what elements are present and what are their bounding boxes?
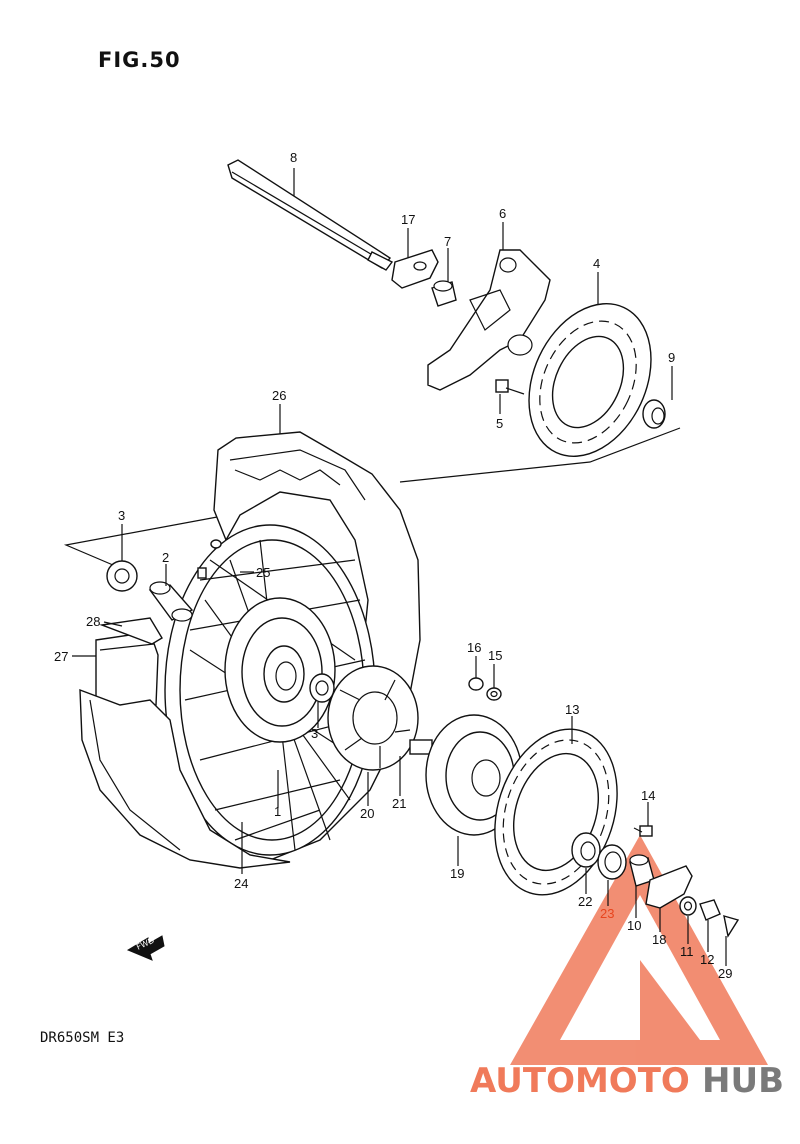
callout-28: 28 <box>86 614 100 629</box>
part-spacer-tube <box>148 581 194 622</box>
callout-4: 4 <box>593 256 600 271</box>
part-cotter-pin <box>723 915 740 938</box>
part-chain-adjuster <box>391 249 439 289</box>
callout-24: 24 <box>234 876 248 891</box>
model-label: DR650SM E3 <box>40 1030 125 1046</box>
part-bearing-3a <box>106 560 138 592</box>
part-caliper-bracket <box>427 249 551 391</box>
part-bolt-5 <box>495 379 525 395</box>
callout-6: 6 <box>499 206 506 221</box>
callout-5: 5 <box>496 416 503 431</box>
callout-25: 25 <box>256 565 270 580</box>
part-tire-24 <box>79 688 291 869</box>
part-bearing-3b <box>309 673 335 703</box>
figure-title: FIG.50 <box>98 48 181 72</box>
part-nut <box>699 899 721 921</box>
part-oil-seal <box>597 844 627 880</box>
part-valve <box>197 539 222 579</box>
callout-22: 22 <box>578 894 592 909</box>
callout-29: 29 <box>718 966 732 981</box>
part-bearing-22 <box>571 832 601 868</box>
callout-15: 15 <box>488 648 502 663</box>
forward-arrow <box>126 935 165 961</box>
callout-3a: 3 <box>118 508 125 523</box>
callouts: 8 17 7 6 4 9 5 26 3 2 25 28 27 3 16 15 1… <box>54 150 732 981</box>
leader-lines <box>72 168 727 966</box>
watermark-text-1: AUTOMOTO <box>470 1061 690 1101</box>
callout-18: 18 <box>652 932 666 947</box>
part-hub-left <box>224 597 336 743</box>
part-sprocket-drum <box>425 714 523 836</box>
callout-26: 26 <box>272 388 286 403</box>
part-axle <box>227 159 394 271</box>
callout-21: 21 <box>392 796 406 811</box>
part-collar <box>642 399 666 429</box>
callout-7: 7 <box>444 234 451 249</box>
part-spacer <box>431 280 457 307</box>
callout-17: 17 <box>401 212 415 227</box>
watermark-text-2: HUB <box>702 1061 784 1101</box>
callout-10: 10 <box>627 918 641 933</box>
part-pin <box>409 739 433 755</box>
part-bolt-14 <box>633 825 653 837</box>
part-chain-adjuster-18 <box>645 865 693 909</box>
part-bolt-16 <box>468 677 484 691</box>
callout-13: 13 <box>565 702 579 717</box>
part-spacer-10 <box>629 854 655 887</box>
callout-2: 2 <box>162 550 169 565</box>
part-washer-11 <box>679 896 697 916</box>
callout-9: 9 <box>668 350 675 365</box>
watermark-logo <box>510 835 768 1065</box>
part-washer-15 <box>486 687 502 701</box>
part-brake-disc <box>528 303 652 457</box>
callout-1: 1 <box>274 804 281 819</box>
part-damper <box>327 665 419 771</box>
callout-14: 14 <box>641 788 655 803</box>
callout-8: 8 <box>290 150 297 165</box>
callout-16: 16 <box>467 640 481 655</box>
callout-20: 20 <box>360 806 374 821</box>
callout-11: 11 <box>680 944 694 959</box>
callout-27: 27 <box>54 649 68 664</box>
callout-3b: 3 <box>311 726 318 741</box>
callout-23: 23 <box>600 906 614 921</box>
callout-19: 19 <box>450 866 464 881</box>
callout-12: 12 <box>700 952 714 967</box>
